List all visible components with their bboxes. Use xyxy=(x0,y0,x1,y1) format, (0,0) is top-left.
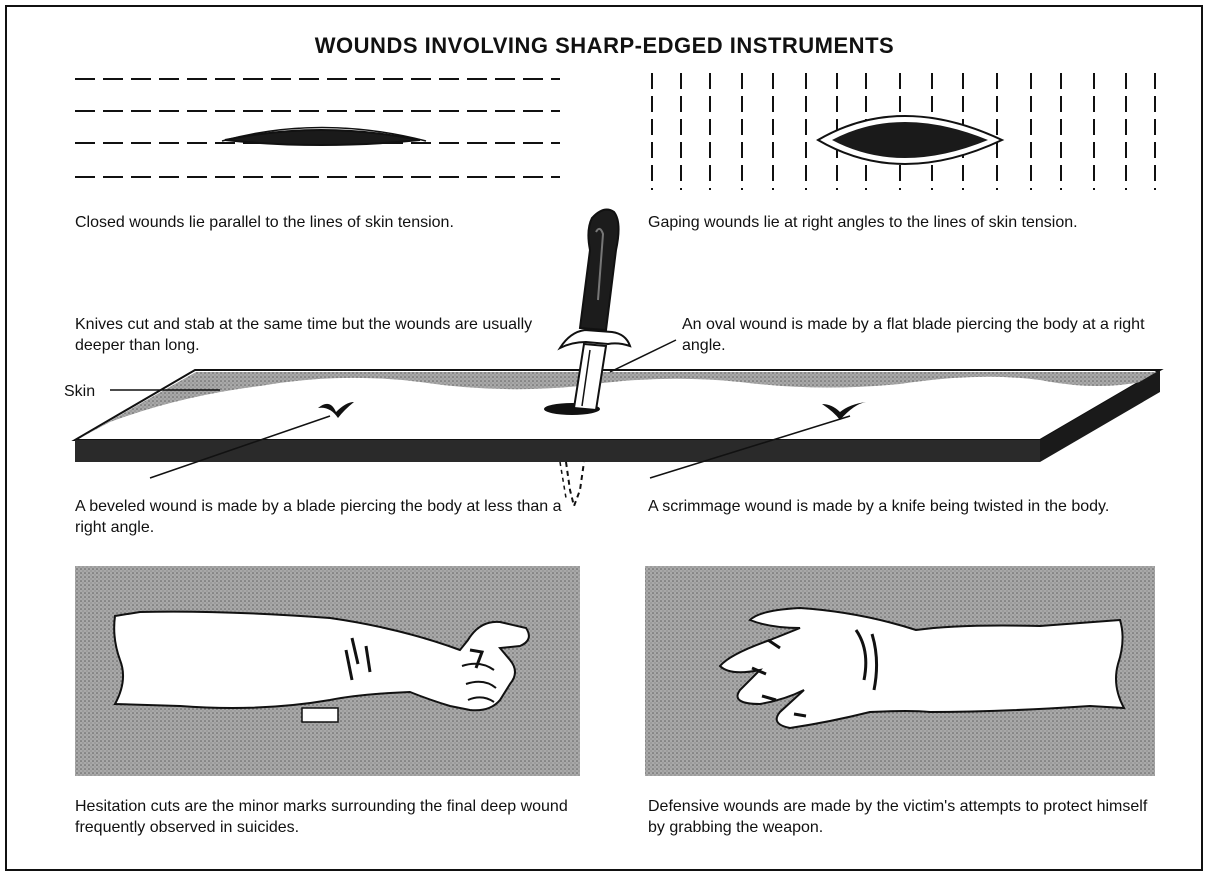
caption-gaping-wounds: Gaping wounds lie at right angles to the… xyxy=(648,212,1168,233)
caption-closed-wounds: Closed wounds lie parallel to the lines … xyxy=(75,212,575,233)
razor-blade-icon xyxy=(302,708,338,722)
caption-beveled-wound: A beveled wound is made by a blade pierc… xyxy=(75,496,565,538)
defensive-wounds-panel xyxy=(645,566,1155,776)
page-title: WOUNDS INVOLVING SHARP-EDGED INSTRUMENTS xyxy=(0,33,1209,59)
caption-scrimmage-wound: A scrimmage wound is made by a knife bei… xyxy=(648,496,1168,517)
caption-oval-wound: An oval wound is made by a flat blade pi… xyxy=(682,314,1162,356)
caption-defensive-wounds: Defensive wounds are made by the victim'… xyxy=(648,796,1168,838)
caption-hesitation-cuts: Hesitation cuts are the minor marks surr… xyxy=(75,796,595,838)
closed-wound xyxy=(225,130,420,145)
caption-knives: Knives cut and stab at the same time but… xyxy=(75,314,535,356)
hesitation-cuts-panel xyxy=(75,566,580,776)
label-skin: Skin xyxy=(64,381,95,402)
